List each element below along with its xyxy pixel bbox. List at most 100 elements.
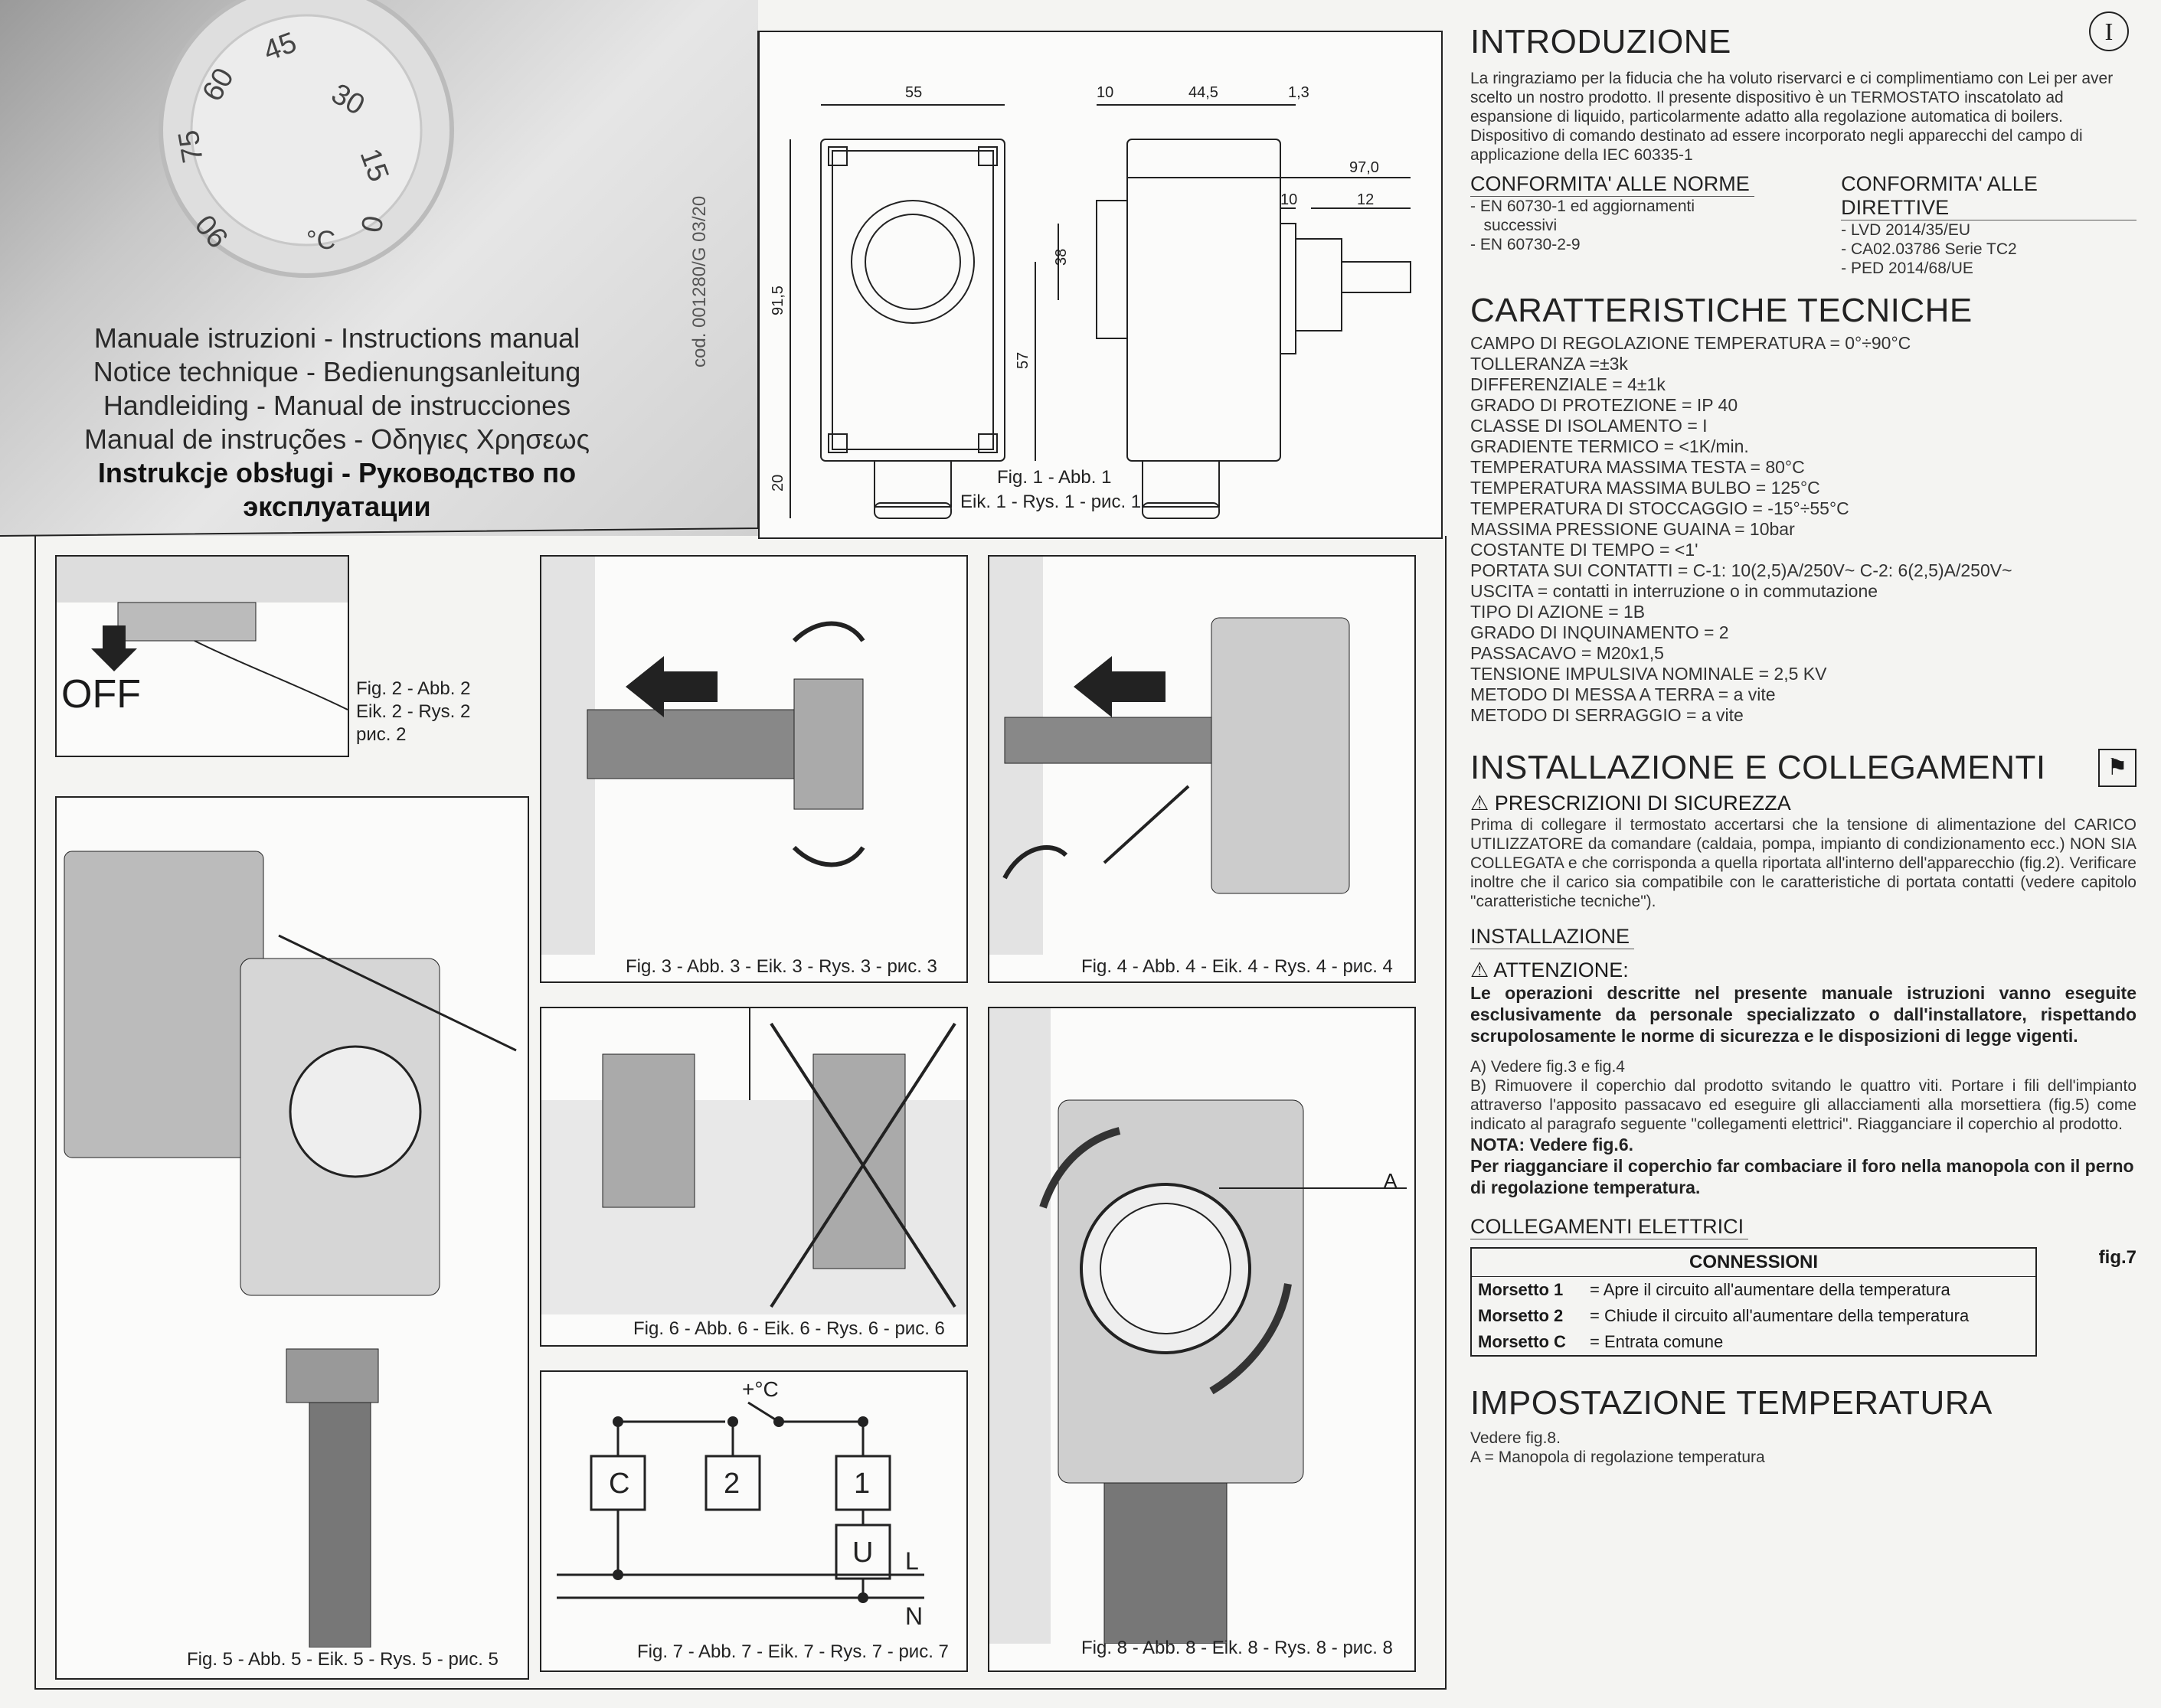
tech-item: TENSIONE IMPULSIVA NOMINALE = 2,5 KV <box>1470 664 1827 684</box>
fig5-frame: Fig. 5 - Abb. 5 - Eik. 5 - Rys. 5 - рис.… <box>55 796 529 1680</box>
connections-row: CONNESSIONI Morsetto 1 = Apre il circuit… <box>1470 1247 2136 1357</box>
tech-item: GRADIENTE TERMICO = <1K/min. <box>1470 436 1749 456</box>
knob-label-a: A <box>1384 1169 1398 1192</box>
terminal-name: Morsetto C <box>1478 1332 1566 1351</box>
dim-label: 57 <box>1015 352 1031 369</box>
tech-item: TEMPERATURA MASSIMA TESTA = 80°C <box>1470 457 1805 477</box>
tech-item: COSTANTE DI TEMPO = <1' <box>1470 540 1698 560</box>
conformity-row: CONFORMITA' ALLE NORME - EN 60730-1 ed a… <box>1470 172 2136 278</box>
tech-item: CLASSE DI ISOLAMENTO = I <box>1470 416 1708 436</box>
norms-item: successivi <box>1470 217 1558 234</box>
tech-item: METODO DI MESSA A TERRA = a vite <box>1470 684 1776 704</box>
dim-label: 44,5 <box>1188 84 1218 101</box>
terminal-2-label: 2 <box>724 1468 740 1500</box>
setting-text: A = Manopola di regolazione temperatura <box>1470 1448 1765 1466</box>
fig1-frame: 55 10 44,5 1,3 97,0 10 12 38 57 91,5 20 … <box>758 31 1443 539</box>
table-row: Morsetto 1 = Apre il circuito all'aument… <box>1471 1277 2036 1304</box>
tech-list: CAMPO DI REGOLAZIONE TEMPERATURA = 0°÷90… <box>1470 333 2136 726</box>
tech-item: CAMPO DI REGOLAZIONE TEMPERATURA = 0°÷90… <box>1470 333 1911 353</box>
fig3-frame: Fig. 3 - Abb. 3 - Eik. 3 - Rys. 3 - рис.… <box>540 555 968 983</box>
fig7-wiring-diagram: C 2 1 U L N +°C <box>557 1377 924 1630</box>
tech-item: TEMPERATURA DI STOCCAGGIO = -15°÷55°C <box>1470 498 1849 518</box>
fig7-frame: C 2 1 U L N +°C Fig. 7 - Abb. 7 - Eik. 7… <box>540 1370 968 1672</box>
tech-item: DIFFERENZIALE = 4±1k <box>1470 374 1666 394</box>
table-row: Morsetto C = Entrata comune <box>1471 1329 2036 1356</box>
warning-text: Le operazioni descritte nel presente man… <box>1470 983 2136 1046</box>
manual-title-line-bold: Instrukcje obsługi - Руководство по эксп… <box>97 457 577 522</box>
thermostat-dial-illustration: 45 30 15 0 °C 90 75 60 <box>159 0 454 278</box>
fig1-caption: Fig. 1 - Abb. 1 <box>997 467 1112 488</box>
dim-label: 1,3 <box>1288 84 1309 101</box>
fig3-caption: Fig. 3 - Abb. 3 - Eik. 3 - Rys. 3 - рис.… <box>626 956 937 977</box>
directives-block: CONFORMITA' ALLE DIRETTIVE - LVD 2014/35… <box>1841 172 2136 278</box>
tech-item: TIPO DI AZIONE = 1B <box>1470 602 1646 622</box>
fig8-caption: Fig. 8 - Abb. 8 - Eik. 8 - Rys. 8 - рис.… <box>1081 1638 1393 1658</box>
warning-icon: ⚠ <box>1470 792 1489 815</box>
safety-text: Prima di collegare il termostato accerta… <box>1470 816 2136 910</box>
terminal-c-label: C <box>609 1468 629 1500</box>
dim-label: 38 <box>1053 249 1070 266</box>
line-l-label: L <box>905 1547 919 1575</box>
terminal-name: Morsetto 1 <box>1478 1280 1564 1299</box>
tech-item: GRADO DI PROTEZIONE = IP 40 <box>1470 395 1738 415</box>
directives-title: CONFORMITA' ALLE DIRETTIVE <box>1841 172 2136 220</box>
fig6-caption: Fig. 6 - Abb. 6 - Eik. 6 - Rys. 6 - рис.… <box>633 1318 945 1339</box>
install-header: INSTALLAZIONE E COLLEGAMENTI ⚑ <box>1470 749 2136 787</box>
tech-title: CARATTERISTICHE TECNICHE <box>1470 292 1973 329</box>
directives-item: - CA02.03786 Serie TC2 <box>1841 240 2017 258</box>
install-step: A) Vedere fig.3 e fig.4 <box>1470 1058 1625 1076</box>
tech-item: METODO DI SERRAGGIO = a vite <box>1470 705 1744 725</box>
language-badge: I <box>2089 11 2129 51</box>
manual-title-line: Manuale istruzioni - Instructions manual <box>93 322 580 354</box>
setting-text: Vedere fig.8. <box>1470 1429 1561 1447</box>
fig1-caption: Eik. 1 - Rys. 1 - рис. 1 <box>960 491 1142 512</box>
dial-label: °C <box>306 226 335 255</box>
dim-label: 20 <box>770 475 786 491</box>
tech-item: MASSIMA PRESSIONE GUAINA = 10bar <box>1470 519 1795 539</box>
fig2-caption-line: рис. 2 <box>356 724 407 745</box>
dim-label: 10 <box>1280 191 1297 208</box>
safety-header: ⚠ PRESCRIZIONI DI SICUREZZA <box>1470 792 2136 815</box>
temperature-symbol: +°C <box>742 1377 779 1401</box>
tech-item: PORTATA SUI CONTATTI = C-1: 10(2,5)A/250… <box>1470 560 2012 580</box>
dim-label: 55 <box>905 84 922 101</box>
off-label: OFF <box>61 672 141 717</box>
fig5-caption: Fig. 5 - Abb. 5 - Eik. 5 - Rys. 5 - рис.… <box>187 1649 499 1670</box>
warning-header: ⚠ ATTENZIONE: <box>1470 959 2136 982</box>
neutral-n-label: N <box>905 1602 923 1630</box>
warning-title: ATTENZIONE: <box>1493 959 1629 981</box>
manual-title-block: Manuale istruzioni - Instructions manual… <box>46 322 628 524</box>
table-row: Morsetto 2 = Chiude il circuito all'aume… <box>1471 1303 2036 1329</box>
cover-panel: 45 30 15 0 °C 90 75 60 Manuale istruzion… <box>0 0 758 536</box>
fig2-frame: OFF <box>55 555 349 757</box>
fig5-illustration <box>64 851 517 1648</box>
fig3-illustration <box>541 557 865 955</box>
dim-label: 97,0 <box>1349 159 1379 176</box>
figures-frame <box>34 536 1447 1690</box>
installer-icon: ⚑ <box>2098 749 2136 787</box>
tech-item: TOLLERANZA =±3k <box>1470 354 1628 374</box>
tech-item: USCITA = contatti in interruzione o in c… <box>1470 581 1878 601</box>
connections-table: CONNESSIONI Morsetto 1 = Apre il circuit… <box>1470 1247 2037 1357</box>
load-u-label: U <box>852 1537 873 1569</box>
install-step: B) Rimuovere il coperchio dal prodotto s… <box>1470 1077 2136 1133</box>
electric-title: COLLEGAMENTI ELETTRICI <box>1470 1215 1749 1239</box>
fig1-technical-drawing: 55 10 44,5 1,3 97,0 10 12 38 57 91,5 20 <box>770 84 1411 519</box>
connections-header: CONNESSIONI <box>1471 1248 2036 1277</box>
cover-frame-lines <box>0 31 759 537</box>
fig7-caption: Fig. 7 - Abb. 7 - Eik. 7 - Rys. 7 - рис.… <box>637 1641 949 1662</box>
terminal-desc: = Apre il circuito all'aumentare della t… <box>1590 1280 1950 1299</box>
terminal-name: Morsetto 2 <box>1478 1306 1564 1325</box>
intro-paragraph: La ringraziamo per la fiducia che ha vol… <box>1470 70 2114 126</box>
setting-title: IMPOSTAZIONE TEMPERATURA <box>1470 1384 1993 1422</box>
norms-title: CONFORMITA' ALLE NORME <box>1470 172 1754 197</box>
terminal-desc: = Entrata comune <box>1590 1332 1724 1351</box>
install-note: Per riagganciare il coperchio far combac… <box>1470 1156 2134 1197</box>
install-title: INSTALLAZIONE E COLLEGAMENTI <box>1470 749 2046 786</box>
intro-paragraph: Dispositivo di comando destinato ad esse… <box>1470 127 2083 164</box>
dial-label: 75 <box>172 128 210 165</box>
terminal-1-label: 1 <box>854 1468 870 1500</box>
install-note: NOTA: Vedere fig.6. <box>1470 1135 1634 1154</box>
dim-label: 91,5 <box>770 286 786 315</box>
switch-off-illustration <box>57 557 348 710</box>
